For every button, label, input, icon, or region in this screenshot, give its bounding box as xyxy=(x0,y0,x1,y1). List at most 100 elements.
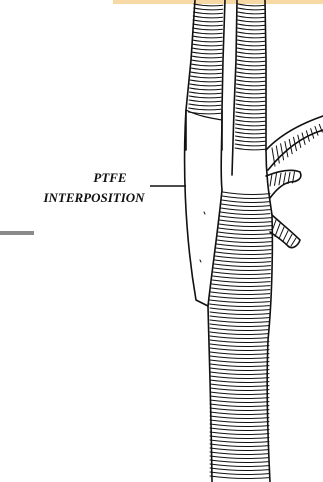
vessel-hatch-line xyxy=(237,68,265,70)
vessel-hatch-line xyxy=(190,72,221,74)
vessel-hatch-line xyxy=(220,216,272,219)
vessel-hatch-line xyxy=(210,448,269,451)
vessel-hatch-line xyxy=(191,52,222,54)
vessel-hatch-line xyxy=(210,476,269,479)
vessel-hatch-line xyxy=(216,248,271,251)
vessel-hatch-line xyxy=(237,60,265,62)
vessel-hatch-line xyxy=(210,408,269,411)
vessel-hatch-line xyxy=(210,296,269,299)
vessel-hatch-line xyxy=(220,212,270,215)
vessel-hatch-line xyxy=(210,316,269,319)
vessel-hatch-line xyxy=(235,132,265,134)
vessel-hatch-line xyxy=(215,256,271,259)
vessel-hatch-line xyxy=(236,100,265,102)
vessel-hatch-line xyxy=(210,364,269,367)
vessel-hatch-line xyxy=(210,428,269,431)
vessel-hatch-line xyxy=(210,464,269,467)
vessel-hatch-line xyxy=(237,72,265,74)
vessel-hatch-line xyxy=(236,88,265,90)
vessel-hatch-line xyxy=(236,124,265,126)
vessel-hatch-line xyxy=(219,224,272,227)
vessel-hatch-line xyxy=(210,452,269,455)
vessel-hatch-line xyxy=(210,456,269,459)
vessel-hatch-line xyxy=(192,40,222,42)
vessel-hatch-line xyxy=(238,12,265,14)
branch-hatch-line xyxy=(279,173,281,185)
vessel-hatch-line xyxy=(210,472,269,475)
common-vessel xyxy=(208,150,272,482)
vessel-hatch-line xyxy=(212,284,270,287)
vessel-hatch-line xyxy=(190,80,221,82)
vessel-hatch-line xyxy=(213,276,270,279)
vessel-hatch-line xyxy=(235,144,265,146)
upper-branch xyxy=(266,116,323,170)
vessel-hatch-line xyxy=(214,264,270,267)
left-gray-bar xyxy=(0,231,34,235)
branch-hatch-line xyxy=(284,173,286,184)
vessel-hatch-line xyxy=(210,380,269,383)
vessel-hatch-line xyxy=(238,8,265,10)
vessel-hatch-line xyxy=(192,48,222,50)
vessel-hatch-line xyxy=(210,376,269,379)
branch-hatch-line xyxy=(270,174,272,186)
vessel-hatch-line xyxy=(190,76,221,78)
vessel-hatch-line xyxy=(210,328,269,331)
vessel-hatch-line xyxy=(237,28,265,30)
vessel-hatch-line xyxy=(210,344,269,347)
vessel-hatch-line xyxy=(210,412,269,415)
vessel-hatch-line xyxy=(221,208,270,211)
vessel-hatch-line xyxy=(218,232,272,235)
vessel-hatch-line xyxy=(210,308,269,311)
branch-hatch-line xyxy=(275,174,277,186)
vessel-hatch-line xyxy=(193,24,223,26)
vessel-hatch-line xyxy=(237,56,265,58)
vessel-hatch-line xyxy=(210,324,269,327)
vessel-hatch-line xyxy=(237,32,265,34)
vessel-hatch-line xyxy=(237,48,265,50)
vessel-hatch-line xyxy=(236,96,265,98)
vessel-hatch-line xyxy=(238,16,265,18)
vessel-hatch-line xyxy=(189,104,221,106)
vessel-hatch-line xyxy=(210,436,269,439)
vessel-hatch-line xyxy=(236,112,265,114)
vessel-hatch-line xyxy=(222,200,270,203)
vessel-hatch-line xyxy=(194,4,223,6)
label-line-1: PTFE xyxy=(93,170,127,185)
vessel-hatch-line xyxy=(238,20,265,22)
vessel-hatch-line xyxy=(238,24,265,26)
vessel-hatch-line xyxy=(210,348,269,351)
vessel-hatch-line xyxy=(210,416,269,419)
vessel-hatch-line xyxy=(210,388,269,391)
branch-hatch-line xyxy=(287,234,292,243)
vessel-hatch-line xyxy=(210,424,269,427)
vessel-hatch-line xyxy=(189,108,221,110)
vessel-hatch-line xyxy=(210,420,269,423)
vessel-hatch-line xyxy=(211,288,270,291)
lower-branch xyxy=(270,215,300,248)
vessel-hatch-line xyxy=(192,32,222,34)
vessel-hatch-line xyxy=(189,100,221,102)
branch-hatch-line xyxy=(279,227,284,239)
vessel-hatch-line xyxy=(236,116,265,118)
vessel-hatch-line xyxy=(210,352,269,355)
vessel-hatch-line xyxy=(236,120,265,122)
vessel-hatch-line xyxy=(211,292,270,295)
vessel-hatch-line xyxy=(210,356,269,359)
vessel-hatch-line xyxy=(210,460,269,463)
branch-hatch-line xyxy=(291,238,296,246)
vessel-hatch-line xyxy=(210,300,270,303)
vessel-hatch-line xyxy=(237,64,265,66)
vessel-hatch-line xyxy=(217,236,271,239)
vessel-hatch-line xyxy=(210,444,269,447)
vessel-hatch-line xyxy=(236,104,265,106)
vessel-hatch-line xyxy=(190,88,222,90)
vessel-hatch-line xyxy=(217,240,271,243)
branch-hatch-line xyxy=(281,144,284,160)
vessel-hatch-line xyxy=(210,432,269,435)
right-upper-vessel xyxy=(232,0,266,175)
vessel-hatch-line xyxy=(209,304,269,307)
vessel-hatch-line xyxy=(210,312,269,315)
vessel-hatch-line xyxy=(210,372,269,375)
vessel-hatch-line xyxy=(191,68,222,70)
